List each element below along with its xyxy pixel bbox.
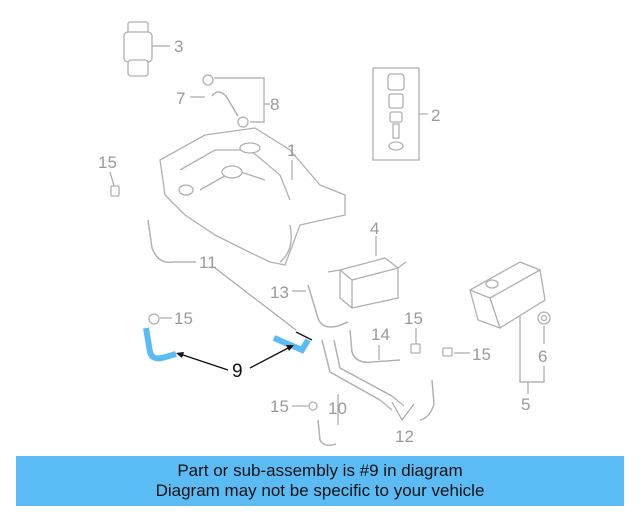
callout-10: 10 <box>328 399 347 418</box>
info-banner: Part or sub-assembly is #9 in diagram Di… <box>16 456 624 506</box>
part-15-bolt-right: 15 <box>442 345 491 364</box>
callout-3: 3 <box>174 37 183 56</box>
part-11-hose: 11 <box>147 219 297 331</box>
parts-diagram: 3 7 8 2 1 15 <box>98 21 551 446</box>
callout-1: 1 <box>287 141 296 160</box>
callout-15c: 15 <box>174 309 193 328</box>
callout-7: 7 <box>176 89 185 108</box>
callout-15e: 15 <box>270 397 289 416</box>
banner-line-2: Diagram may not be specific to your vehi… <box>155 481 485 500</box>
callout-11: 11 <box>199 253 217 272</box>
part-12-pipes: 12 <box>379 379 435 446</box>
part-7-8-hose: 7 8 <box>176 74 279 128</box>
part-15-bolt-center: 15 <box>404 309 423 354</box>
part-13-hose: 13 <box>270 283 349 328</box>
part-4-module: 4 <box>327 219 407 309</box>
callout-13: 13 <box>270 283 289 302</box>
part-14-hose: 14 <box>349 325 401 363</box>
callout-4: 4 <box>370 219 379 238</box>
part-2-mount-kit: 2 <box>372 67 440 161</box>
callout-6: 6 <box>538 347 547 366</box>
part-15-bolt-upper: 15 <box>98 153 120 197</box>
part-1-subframe: 1 <box>159 127 346 266</box>
callout-2: 2 <box>431 106 440 125</box>
part-10-pipes: 10 15 <box>270 339 393 446</box>
callout-9: 9 <box>232 361 243 382</box>
part-3-canister: 3 <box>123 21 183 77</box>
callout-15a: 15 <box>98 153 117 172</box>
banner-line-1: Part or sub-assembly is #9 in diagram <box>177 461 463 480</box>
callout-14: 14 <box>371 325 390 344</box>
callout-5: 5 <box>521 395 530 414</box>
callout-12: 12 <box>395 427 414 446</box>
part-5-reservoir: 6 5 <box>469 261 551 414</box>
part-15-bolt-left: 15 <box>148 309 193 328</box>
callout-15b: 15 <box>404 309 423 328</box>
callout-15d: 15 <box>472 345 491 364</box>
part-9-hose-highlighted: 9 <box>143 327 313 382</box>
callout-8: 8 <box>270 95 279 114</box>
